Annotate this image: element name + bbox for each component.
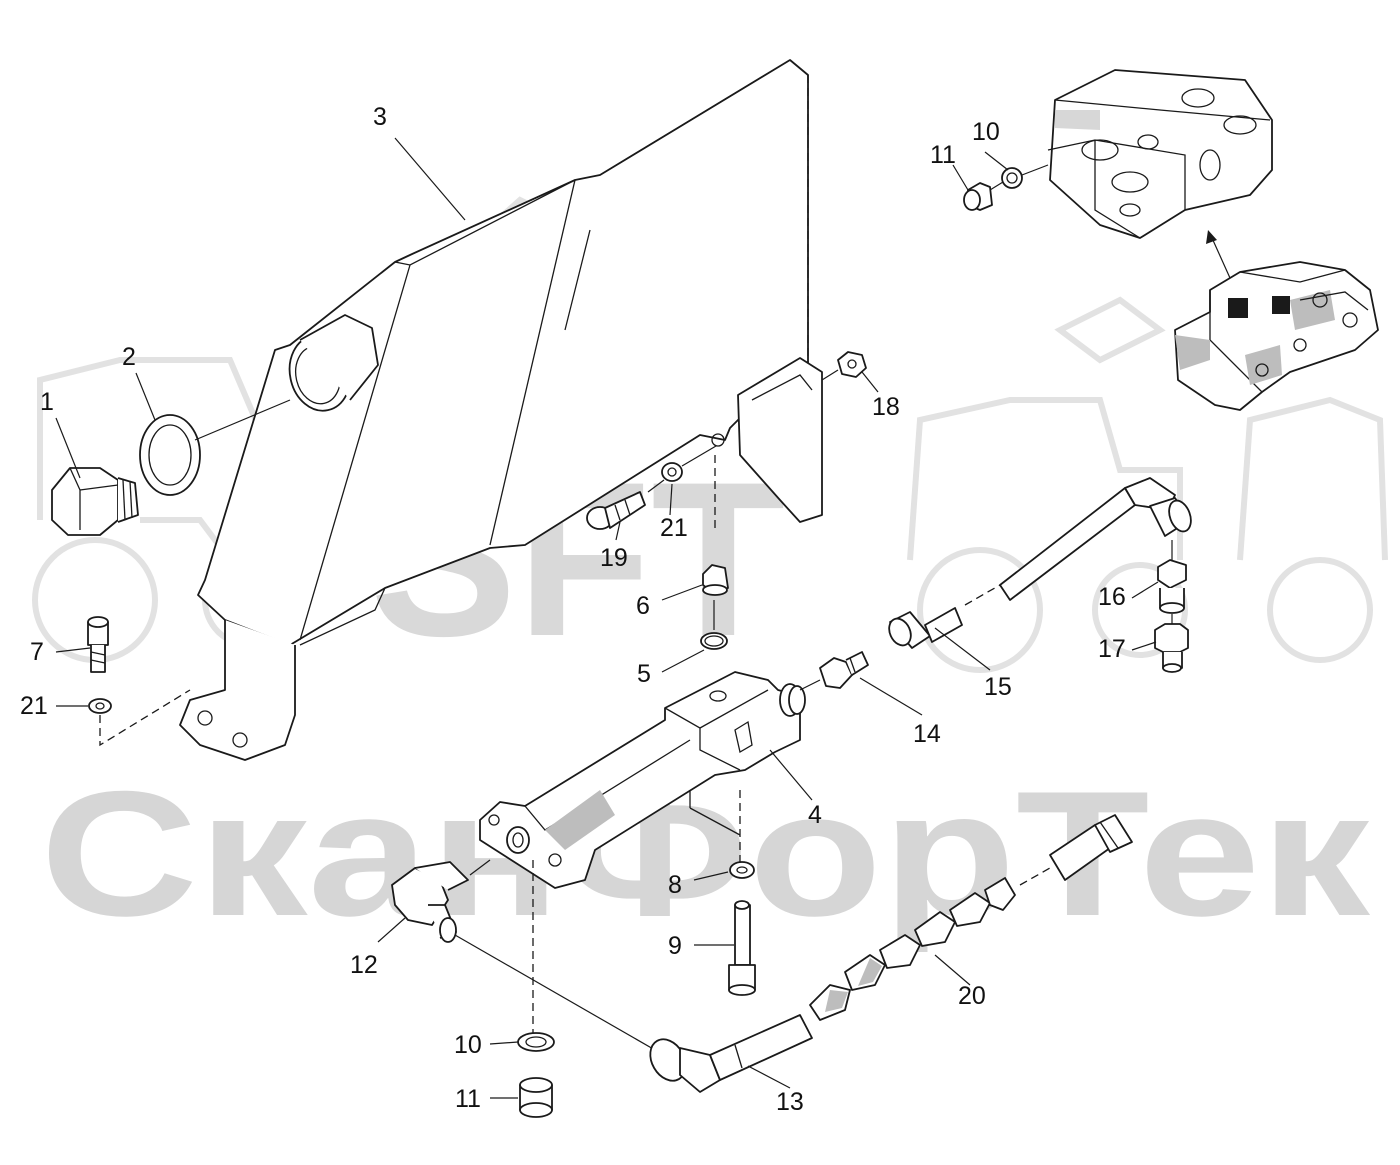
callout-6: 6 (636, 592, 650, 620)
part-spiral-guard-20 (809, 877, 1016, 1021)
callout-8: 8 (668, 871, 682, 899)
part-seal-10-upper (1001, 167, 1023, 189)
part-bolt-7 (87, 616, 109, 673)
callout-21-upper: 21 (660, 514, 688, 542)
part-bolt-19 (586, 491, 646, 530)
watermark-company-name: СканФорТек (40, 754, 1371, 953)
part-nut (837, 351, 867, 378)
callout-1: 1 (40, 388, 54, 416)
part-elbow-12 (391, 861, 469, 943)
part-washer-21-upper (661, 462, 683, 482)
part-washer-8 (729, 861, 755, 879)
arrow-to-detail (1206, 230, 1231, 279)
part-housing (479, 671, 806, 889)
callout-20: 20 (958, 982, 986, 1010)
assembly-line-bolt-7 (99, 689, 191, 747)
callout-5: 5 (637, 660, 651, 688)
part-o-ring (700, 632, 728, 650)
callout-13: 13 (776, 1088, 804, 1116)
callout-12: 12 (350, 951, 378, 979)
part-nipple-14 (819, 651, 869, 689)
callout-17: 17 (1098, 635, 1126, 663)
part-plug-11-upper (963, 182, 993, 211)
callout-10-lower: 10 (454, 1031, 482, 1059)
callout-7: 7 (30, 638, 44, 666)
callout-4: 4 (808, 801, 822, 829)
assembly-line-seal (194, 399, 291, 441)
callout-9: 9 (668, 932, 682, 960)
callout-21-lower: 21 (20, 692, 48, 720)
part-valve-assembly (1174, 261, 1379, 411)
part-tank (179, 59, 823, 761)
callout-10-upper: 10 (972, 118, 1000, 146)
part-seal-10-lower (517, 1032, 555, 1052)
callout-15: 15 (984, 673, 1012, 701)
part-plug-11-lower (519, 1077, 553, 1118)
part-hose-15 (888, 477, 1192, 649)
part-hose-end-20 (1049, 814, 1133, 881)
part-bolt-9 (728, 900, 756, 996)
part-washer-21-lower (88, 698, 112, 714)
callout-labels: 1 2 3 4 5 6 7 8 9 10 10 11 11 12 13 14 1… (20, 103, 1126, 1116)
watermark-tractor-right (907, 296, 1388, 673)
callout-18: 18 (872, 393, 900, 421)
part-valve-block-detail (1047, 69, 1273, 239)
callout-16: 16 (1098, 583, 1126, 611)
callout-2: 2 (122, 343, 136, 371)
callout-3: 3 (373, 103, 387, 131)
callout-11-upper: 11 (930, 141, 956, 169)
callout-14: 14 (913, 720, 941, 748)
callout-11-lower: 11 (455, 1085, 481, 1113)
callout-19: 19 (600, 544, 628, 572)
part-seal-ring (139, 414, 201, 496)
part-adapter-16 (1157, 559, 1187, 614)
part-breather (702, 564, 729, 596)
part-adapter-17 (1154, 623, 1189, 673)
part-plug (51, 467, 139, 536)
part-hose-13 (649, 1014, 813, 1093)
callout-leaders (55, 137, 1159, 1099)
